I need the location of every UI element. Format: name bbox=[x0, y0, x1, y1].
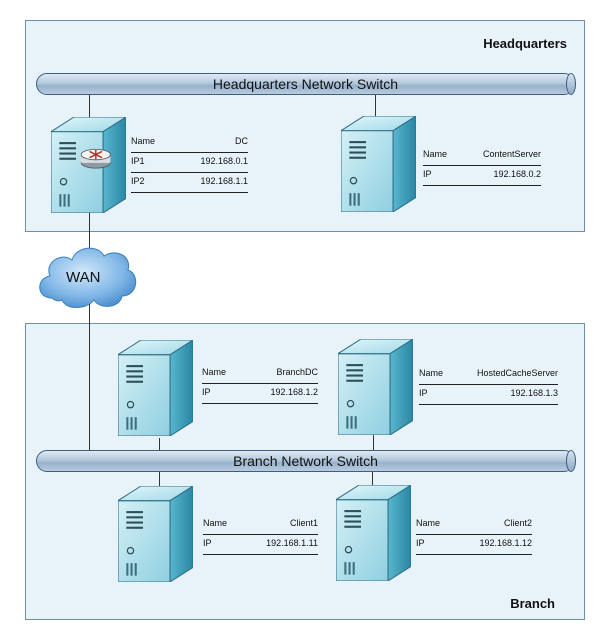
info-value: 192.168.0.2 bbox=[493, 169, 541, 179]
headquarters-zone-title: Headquarters bbox=[483, 36, 567, 51]
info-key: IP bbox=[203, 538, 212, 548]
wan-cloud-icon: WAN bbox=[39, 247, 137, 308]
client2-link bbox=[372, 472, 373, 492]
contentserver-link bbox=[375, 84, 376, 126]
info-value: HostedCacheServer bbox=[476, 368, 558, 378]
contentserver-icon bbox=[341, 116, 416, 212]
info-row: Name HostedCacheServer bbox=[419, 365, 558, 385]
info-key: IP bbox=[423, 169, 432, 179]
info-value: DC bbox=[235, 136, 248, 146]
dc-server-icon bbox=[51, 117, 126, 213]
info-value: Client1 bbox=[289, 518, 318, 528]
info-row: IP 192.168.1.3 bbox=[419, 385, 558, 405]
branch-switch-end-cap bbox=[566, 450, 576, 472]
branchdc-server-icon bbox=[118, 340, 193, 436]
client2-info-table: Name Client2 IP 192.168.1.12 bbox=[416, 515, 532, 555]
info-key: IP2 bbox=[131, 176, 145, 186]
branch-network-switch: Branch Network Switch bbox=[36, 450, 576, 472]
info-value: Client2 bbox=[503, 518, 532, 528]
info-value: 192.168.1.3 bbox=[510, 388, 558, 398]
info-value: 192.168.1.1 bbox=[200, 176, 248, 186]
branchdc-info-table: Name BranchDC IP 192.168.1.2 bbox=[202, 364, 318, 404]
client1-server-icon bbox=[118, 486, 193, 582]
client1-link bbox=[159, 472, 160, 492]
info-row: Name Client2 bbox=[416, 515, 532, 535]
client1-info-table: Name Client1 IP 192.168.1.11 bbox=[203, 515, 318, 555]
info-row: IP1 192.168.0.1 bbox=[131, 153, 248, 173]
info-value: 192.168.1.2 bbox=[270, 387, 318, 397]
hostedcache-server-icon bbox=[338, 339, 413, 435]
info-row: IP 192.168.1.11 bbox=[203, 535, 318, 555]
hq-switch-end-cap bbox=[566, 73, 576, 95]
info-key: Name bbox=[419, 368, 444, 378]
branch-zone-title: Branch bbox=[510, 596, 555, 611]
info-row: IP2 192.168.1.1 bbox=[131, 173, 248, 193]
branchdc-link bbox=[159, 438, 160, 452]
info-row: Name DC bbox=[131, 133, 248, 153]
info-row: Name Client1 bbox=[203, 515, 318, 535]
router-icon bbox=[80, 148, 111, 169]
info-row: Name ContentServer bbox=[423, 146, 541, 166]
info-key: Name bbox=[423, 149, 448, 159]
info-value: 192.168.1.11 bbox=[266, 538, 318, 548]
info-row: IP 192.168.1.2 bbox=[202, 384, 318, 404]
info-value: BranchDC bbox=[276, 367, 318, 377]
dc-info-table: Name DC IP1 192.168.0.1 IP2 192.168.1.1 bbox=[131, 133, 248, 193]
info-value: 192.168.1.12 bbox=[479, 538, 532, 548]
info-key: Name bbox=[202, 367, 227, 377]
contentserver-info-table: Name ContentServer IP 192.168.0.2 bbox=[423, 146, 541, 186]
hq-network-switch: Headquarters Network Switch bbox=[36, 73, 576, 95]
info-key: Name bbox=[203, 518, 228, 528]
info-key: IP1 bbox=[131, 156, 145, 166]
hq-switch-label: Headquarters Network Switch bbox=[212, 76, 399, 92]
branch-switch-label: Branch Network Switch bbox=[233, 453, 378, 469]
hostedcache-link bbox=[373, 430, 374, 452]
info-row: IP 192.168.0.2 bbox=[423, 166, 541, 186]
info-value: ContentServer bbox=[482, 149, 541, 159]
client2-server-icon bbox=[336, 485, 411, 581]
info-key: Name bbox=[131, 136, 156, 146]
info-row: IP 192.168.1.12 bbox=[416, 535, 532, 555]
info-row: Name BranchDC bbox=[202, 364, 318, 384]
info-value: 192.168.0.1 bbox=[200, 156, 248, 166]
info-key: Name bbox=[416, 518, 441, 528]
hostedcache-info-table: Name HostedCacheServer IP 192.168.1.3 bbox=[419, 365, 558, 405]
info-key: IP bbox=[416, 538, 425, 548]
info-key: IP bbox=[202, 387, 211, 397]
wan-label: WAN bbox=[66, 269, 100, 286]
info-key: IP bbox=[419, 388, 428, 398]
